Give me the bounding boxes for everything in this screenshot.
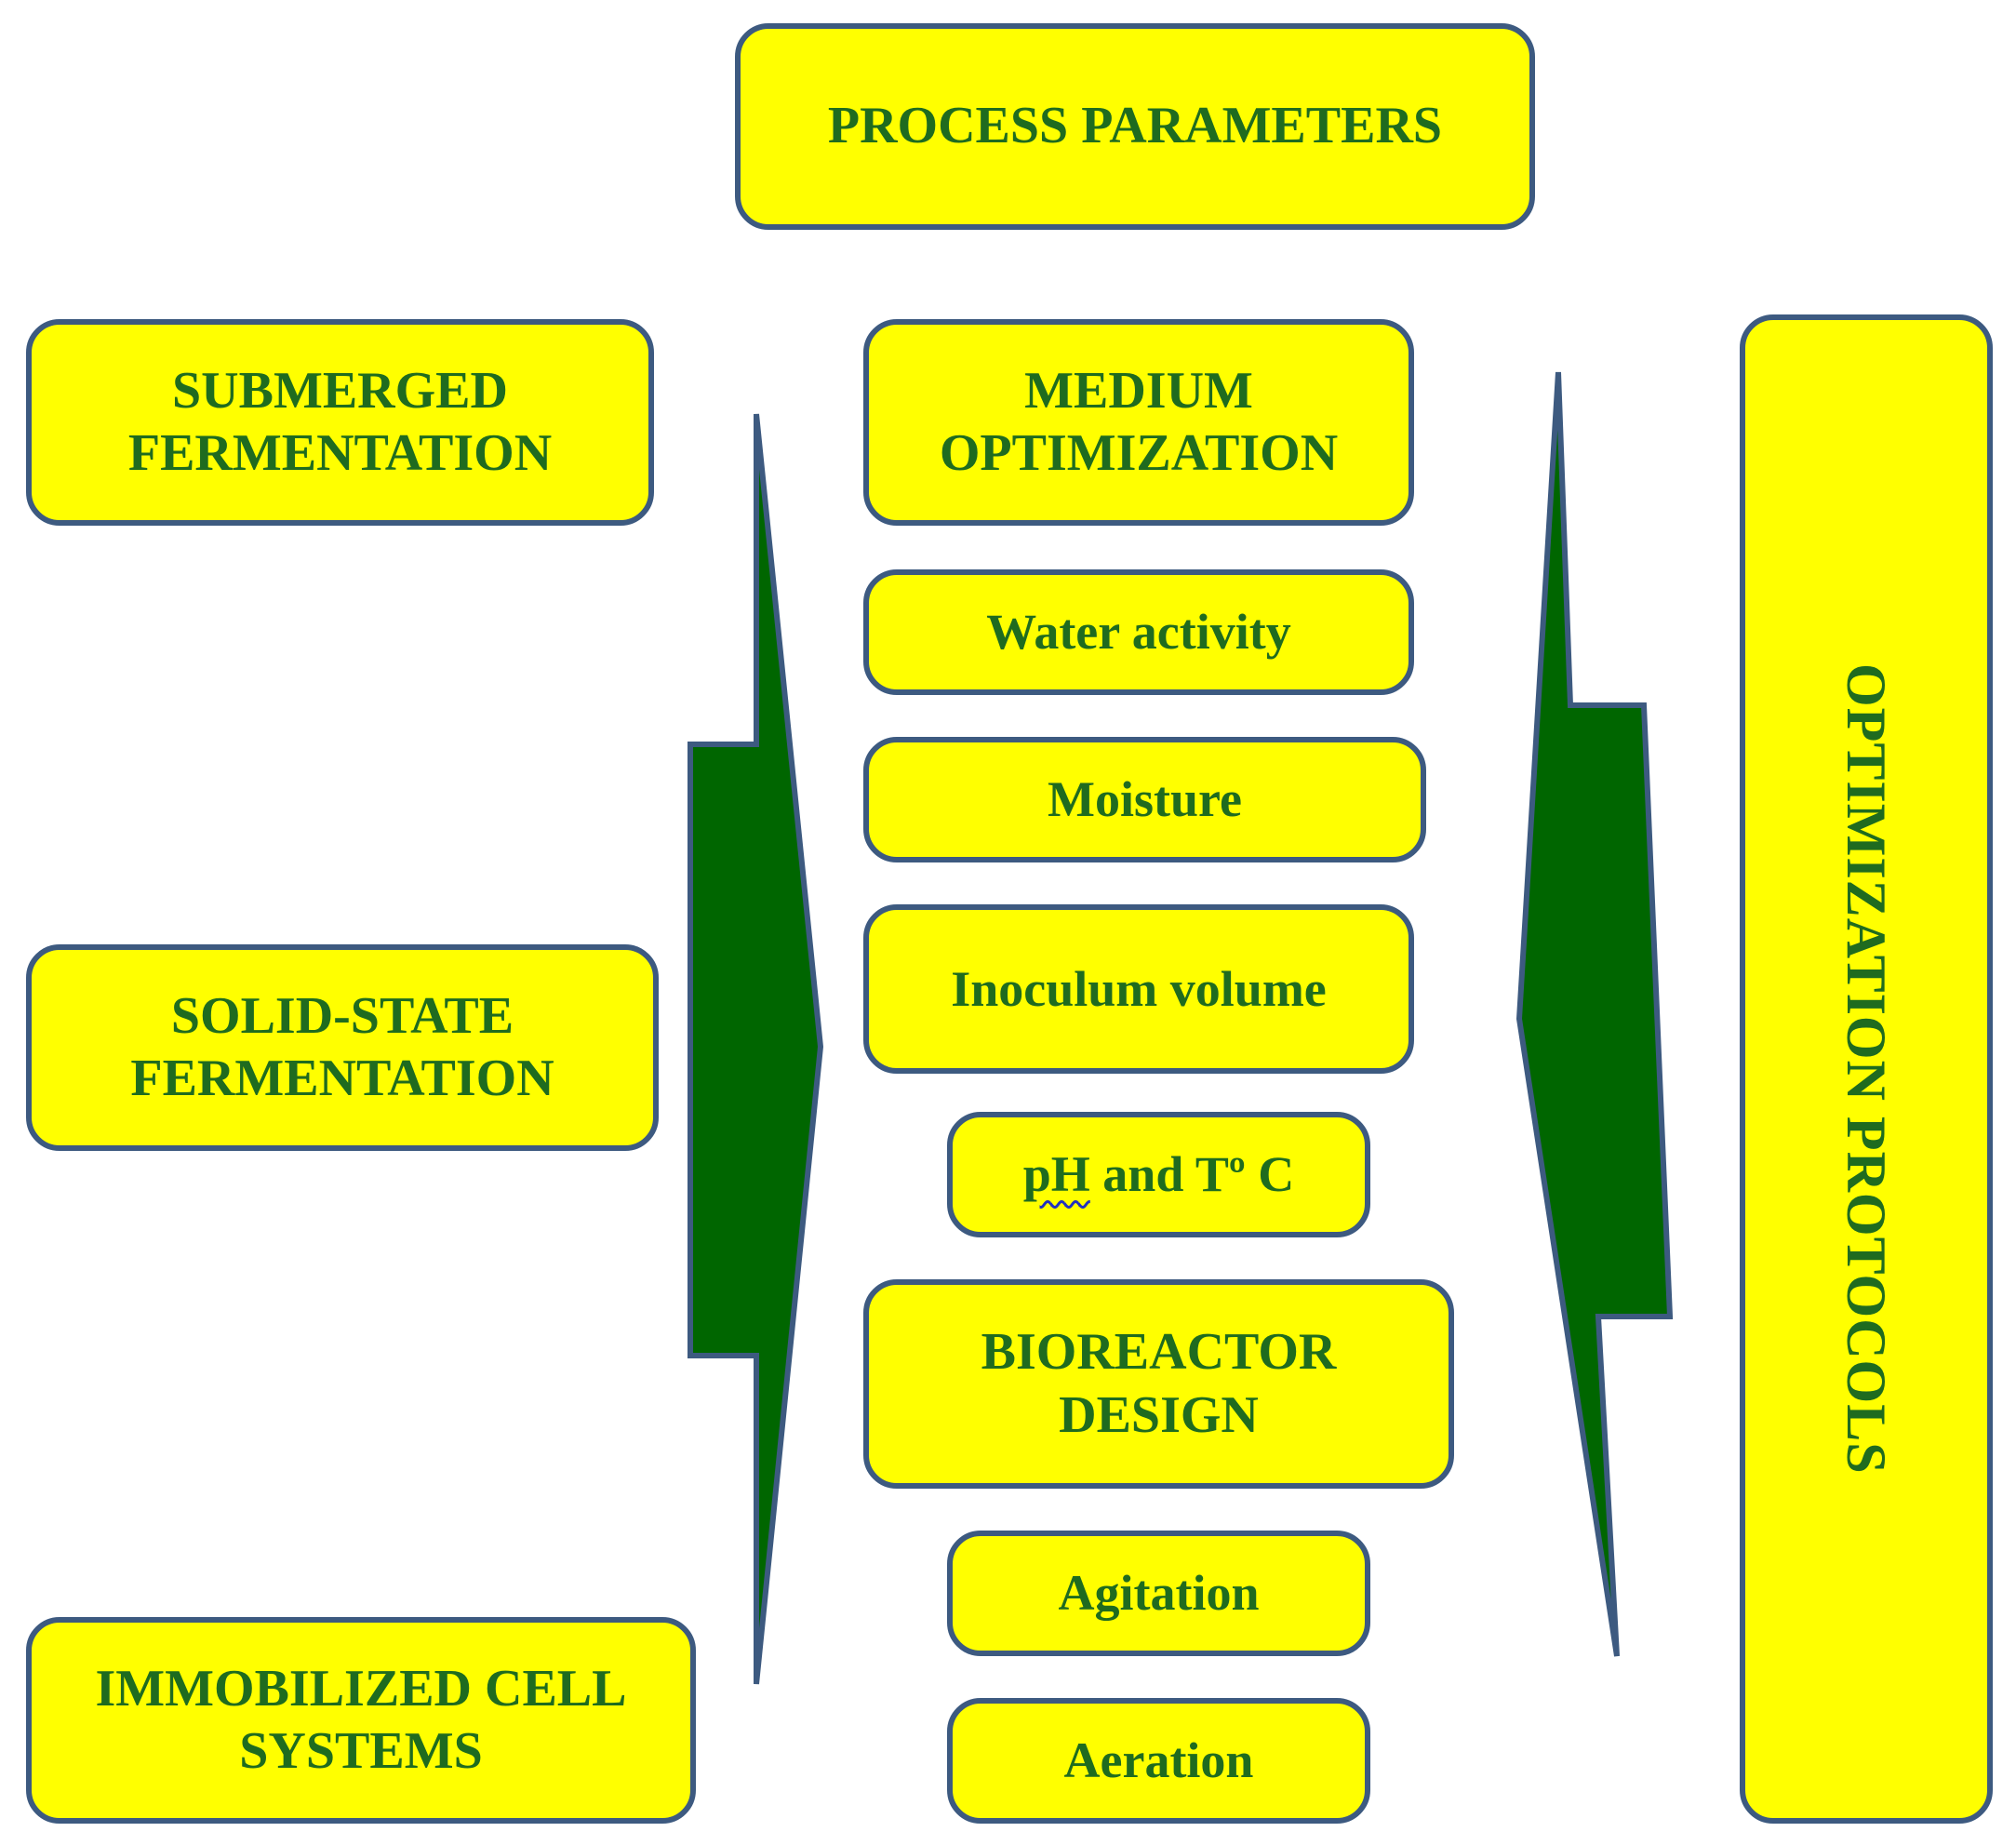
optimization-protocols-box: OPTIMIZATION PROTOCOLS	[1740, 314, 1993, 1824]
moisture-label: Moisture	[1048, 771, 1242, 828]
ph-temperature-label: pH and Tº C	[1023, 1144, 1294, 1205]
medium-line-1: MEDIUM	[1024, 361, 1253, 420]
optimization-protocols-label: OPTIMIZATION PROTOCOLS	[1836, 663, 1897, 1475]
temperature-text: and Tº C	[1089, 1146, 1295, 1203]
solid-state-line-2: FERMENTATION	[130, 1050, 554, 1107]
bioreactor-line-1: BIOREACTOR	[981, 1323, 1337, 1382]
process-parameters-box: PROCESS PARAMETERS	[735, 23, 1535, 230]
bioreactor-line-2: DESIGN	[1059, 1385, 1259, 1444]
water-activity-box: Water activity	[863, 569, 1414, 695]
ph-text: pH	[1022, 1146, 1090, 1203]
immobilized-cell-systems-box: IMMOBILIZED CELL SYSTEMS	[26, 1617, 696, 1824]
immobilized-line-1: IMMOBILIZED CELL	[95, 1659, 627, 1718]
solid-state-fermentation-box: SOLID-STATE FERMENTATION	[26, 944, 659, 1151]
submerged-line-2: FERMENTATION	[127, 424, 553, 482]
agitation-box: Agitation	[947, 1531, 1370, 1656]
medium-line-2: OPTIMIZATION	[939, 424, 1339, 482]
moisture-box: Moisture	[863, 737, 1426, 862]
ph-temperature-box: pH and Tº C	[947, 1112, 1370, 1237]
aeration-box: Aeration	[947, 1698, 1370, 1824]
inoculum-volume-label: Inoculum volume	[951, 960, 1327, 1017]
submerged-line-1: SUBMERGED	[172, 361, 508, 420]
right-arrow	[1515, 371, 1674, 1657]
bioreactor-design-box: BIOREACTOR DESIGN	[863, 1279, 1454, 1489]
submerged-fermentation-box: SUBMERGED FERMENTATION	[26, 319, 654, 526]
immobilized-line-2: SYSTEMS	[239, 1722, 483, 1780]
water-activity-label: Water activity	[986, 604, 1291, 661]
aeration-label: Aeration	[1063, 1732, 1254, 1789]
solid-state-line-1: SOLID-STATE	[170, 986, 514, 1045]
agitation-label: Agitation	[1058, 1565, 1260, 1622]
process-parameters-title: PROCESS PARAMETERS	[827, 97, 1443, 155]
medium-optimization-box: MEDIUM OPTIMIZATION	[863, 319, 1414, 526]
inoculum-volume-box: Inoculum volume	[863, 904, 1414, 1074]
left-arrow	[688, 413, 824, 1685]
